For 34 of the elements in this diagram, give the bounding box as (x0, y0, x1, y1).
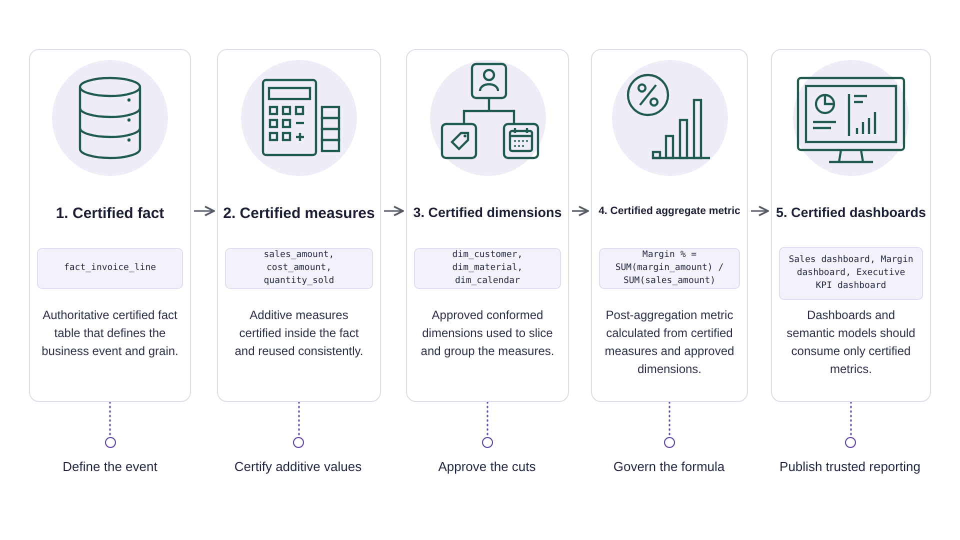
code-snippet: dim_customer, dim_material, dim_calendar (414, 248, 561, 289)
step-heading: 5. Certified dashboards (776, 205, 926, 220)
arrow (751, 206, 769, 216)
step-heading: 2. Certified measures (223, 205, 375, 222)
arrow (572, 206, 589, 216)
milestone-label: Certify additive values (234, 459, 362, 474)
dotted-connector (109, 401, 111, 438)
step-description: Post-aggregation metric calculated from certified measures and approved dimensions. (604, 307, 736, 378)
step-card (591, 49, 748, 402)
step-description: Dashboards and semantic models should consume only certified metrics. (786, 307, 916, 378)
step-description: Approved conformed dimensions used to slice and group the measures. (420, 307, 556, 360)
dotted-connector (486, 401, 488, 438)
dotted-connector (850, 401, 852, 438)
step-heading: 1. Certified fact (56, 205, 164, 222)
arrow (384, 206, 404, 216)
step-card (406, 49, 569, 402)
code-snippet: Margin % = SUM(margin_amount) / SUM(sales_amount) (599, 248, 740, 289)
dotted-connector (298, 401, 300, 438)
step-card (217, 49, 381, 402)
step-card (771, 49, 931, 402)
step-heading: 4. Certified aggregate metric (598, 205, 740, 217)
code-snippet: sales_amount, cost_amount, quantity_sold (225, 248, 373, 289)
milestone-label: Govern the formula (613, 459, 725, 474)
step-heading: 3. Certified dimensions (413, 205, 562, 220)
code-snippet: Sales dashboard, Margin dashboard, Executive KPI dashboard (779, 247, 923, 300)
milestone-label: Publish trusted reporting (780, 459, 920, 474)
dotted-connector (668, 401, 670, 438)
milestone-label: Approve the cuts (438, 459, 536, 474)
arrow (194, 206, 215, 216)
step-card (29, 49, 191, 402)
step-description: Authoritative certified fact table that defines the business event and grain. (40, 307, 180, 360)
code-snippet: fact_invoice_line (37, 248, 183, 289)
step-description: Additive measures certified inside the fact and reused consistently. (234, 307, 364, 360)
milestone-label: Define the event (62, 459, 158, 474)
